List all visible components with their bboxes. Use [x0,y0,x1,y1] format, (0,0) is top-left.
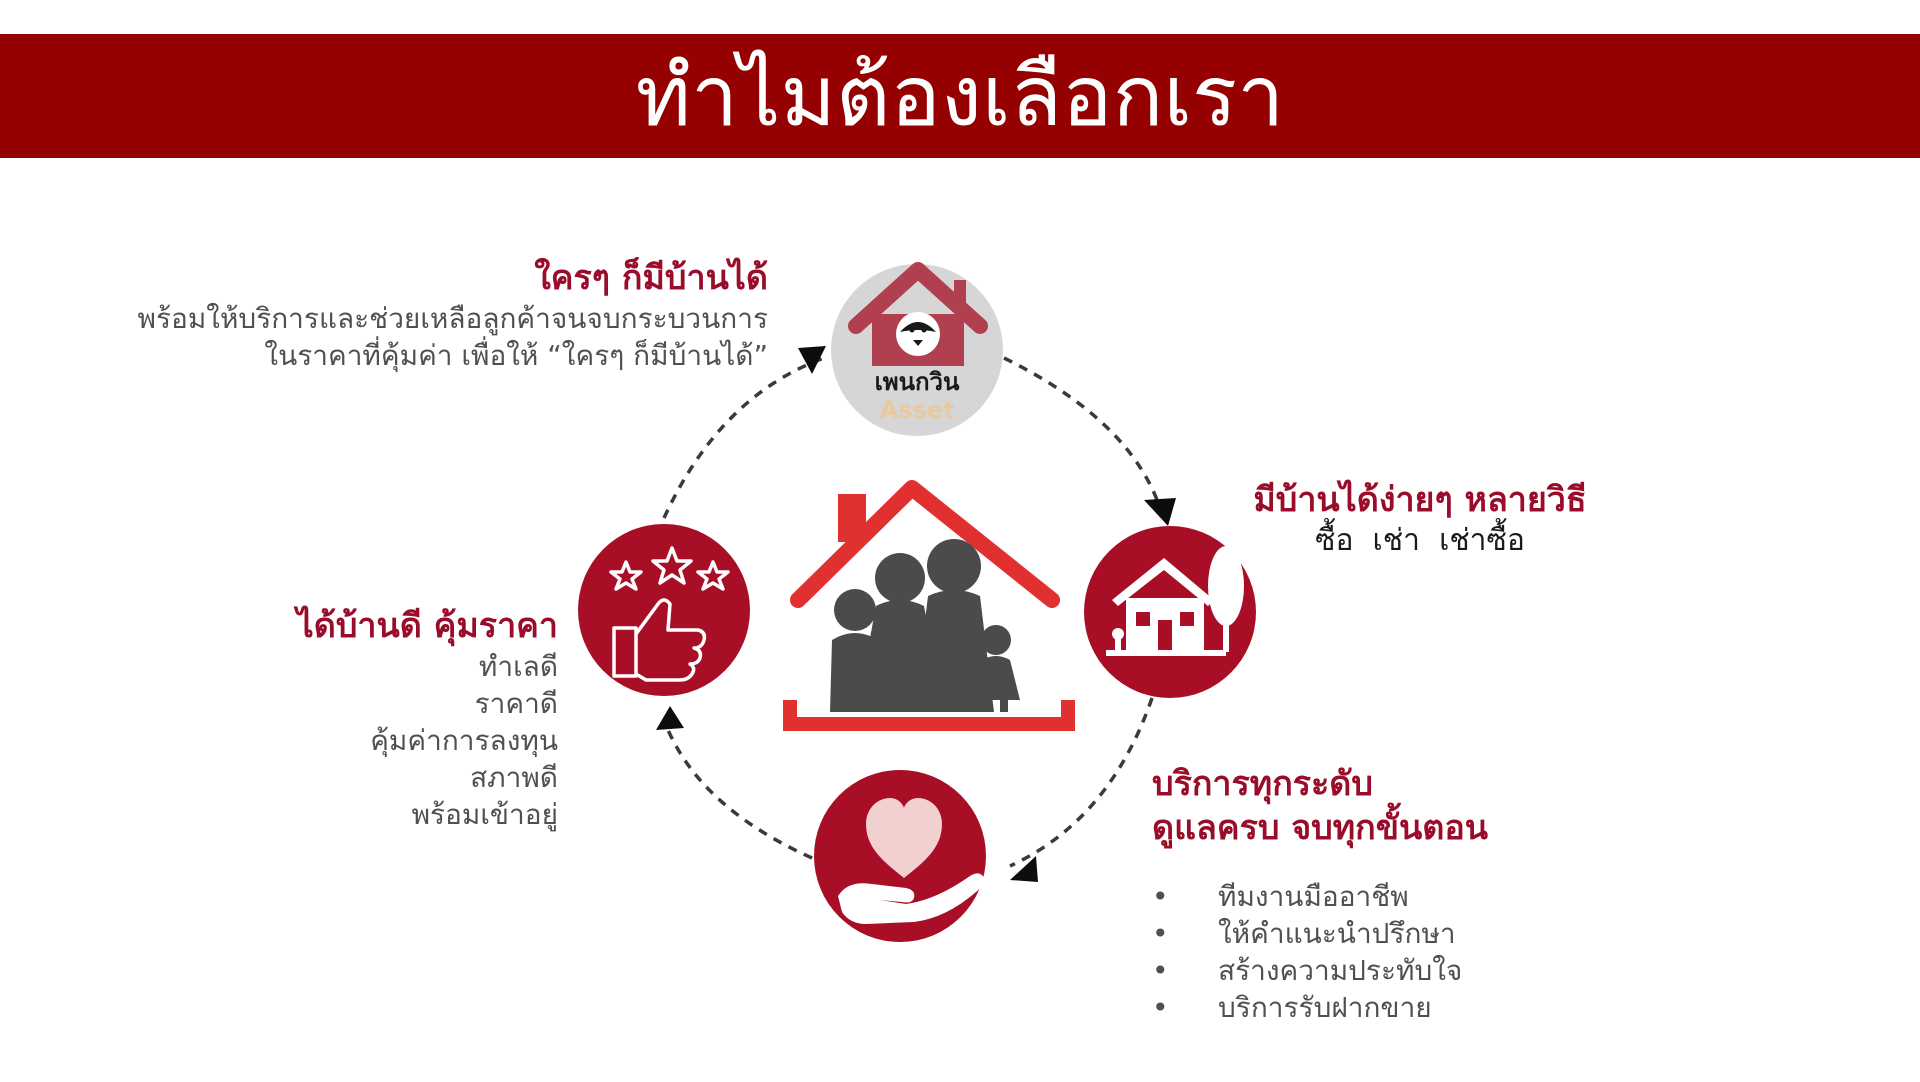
value-line-5: พร้อมเข้าอยู่ [411,798,558,831]
value-line-1: ทำเลดี [478,650,558,683]
thumbs-up-stars-icon [609,546,730,682]
service-bullet-3: สร้างความประทับใจ [1152,952,1488,989]
arrowhead-easy [1144,498,1176,526]
service-circle [814,770,986,942]
arrow-heads [656,346,1176,882]
logo-name-en: Asset [880,396,955,424]
easy-heading: มีบ้านได้ง่ายๆ หลายวิธี [1253,480,1587,520]
arrow-logo-to-easy [1003,356,1162,509]
service-bullet-4: บริการรับฝากขาย [1152,989,1488,1026]
penguin-house-logo [848,262,988,366]
easy-subtitle: ซื้อ เช่า เช่าซื้อ [1315,523,1525,558]
cycle-arrows [662,356,1162,868]
section-value: ได้บ้านดี คุ้มราคา ทำเลดี ราคาดี คุ้มค่า… [297,604,558,833]
arrowhead-logo [798,346,826,374]
value-heading: ได้บ้านดี คุ้มราคา [296,606,558,646]
arrow-value-to-logo [662,356,825,519]
value-line-4: สภาพดี [470,761,558,794]
value-line-3: คุ้มค่าการลงทุน [370,724,558,757]
easy-circle [1084,526,1256,698]
heart-hand-icon [838,798,985,924]
family-figures [830,539,1020,712]
logo-name-thai: เพนกวิน [875,368,960,396]
service-heading-line-2: ดูแลครบ จบทุกขั้นตอน [1152,808,1488,848]
page-title: ทำไมต้องเลือกเรา [635,47,1285,145]
service-bullet-list: ทีมงานมืออาชีพ ให้คำแนะนำปรึกษา สร้างควา… [1152,878,1488,1026]
section-service: บริการทุกระดับ ดูแลครบ จบทุกขั้นตอน ทีมง… [1152,762,1488,1026]
title-banner: ทำไมต้องเลือกเรา [0,34,1920,158]
arrowhead-service [1010,856,1038,882]
anyone-heading: ใครๆ ก็มีบ้านได้ [534,258,768,298]
anyone-line-1: พร้อมให้บริการและช่วยเหลือลูกค้าจนจบกระบ… [137,302,768,335]
arrowhead-value [656,706,684,730]
family-house-icon [783,480,1075,731]
value-line-2: ราคาดี [474,687,558,720]
service-bullet-2: ให้คำแนะนำปรึกษา [1152,915,1488,952]
section-easy: มีบ้านได้ง่ายๆ หลายวิธี ซื้อ เช่า เช่าซื… [1220,478,1620,559]
service-heading-line-1: บริการทุกระดับ [1152,764,1373,804]
service-bullet-1: ทีมงานมืออาชีพ [1152,878,1488,915]
arrow-service-to-value [662,719,813,860]
section-anyone: ใครๆ ก็มีบ้านได้ พร้อมให้บริการและช่วยเห… [138,256,768,374]
anyone-line-2: ในราคาที่คุ้มค่า เพื่อให้ “ใครๆ ก็มีบ้าน… [264,339,768,372]
house-tree-icon [1106,546,1244,656]
logo-badge: เพนกวิน Asset [831,262,1003,436]
value-circle [578,524,750,696]
